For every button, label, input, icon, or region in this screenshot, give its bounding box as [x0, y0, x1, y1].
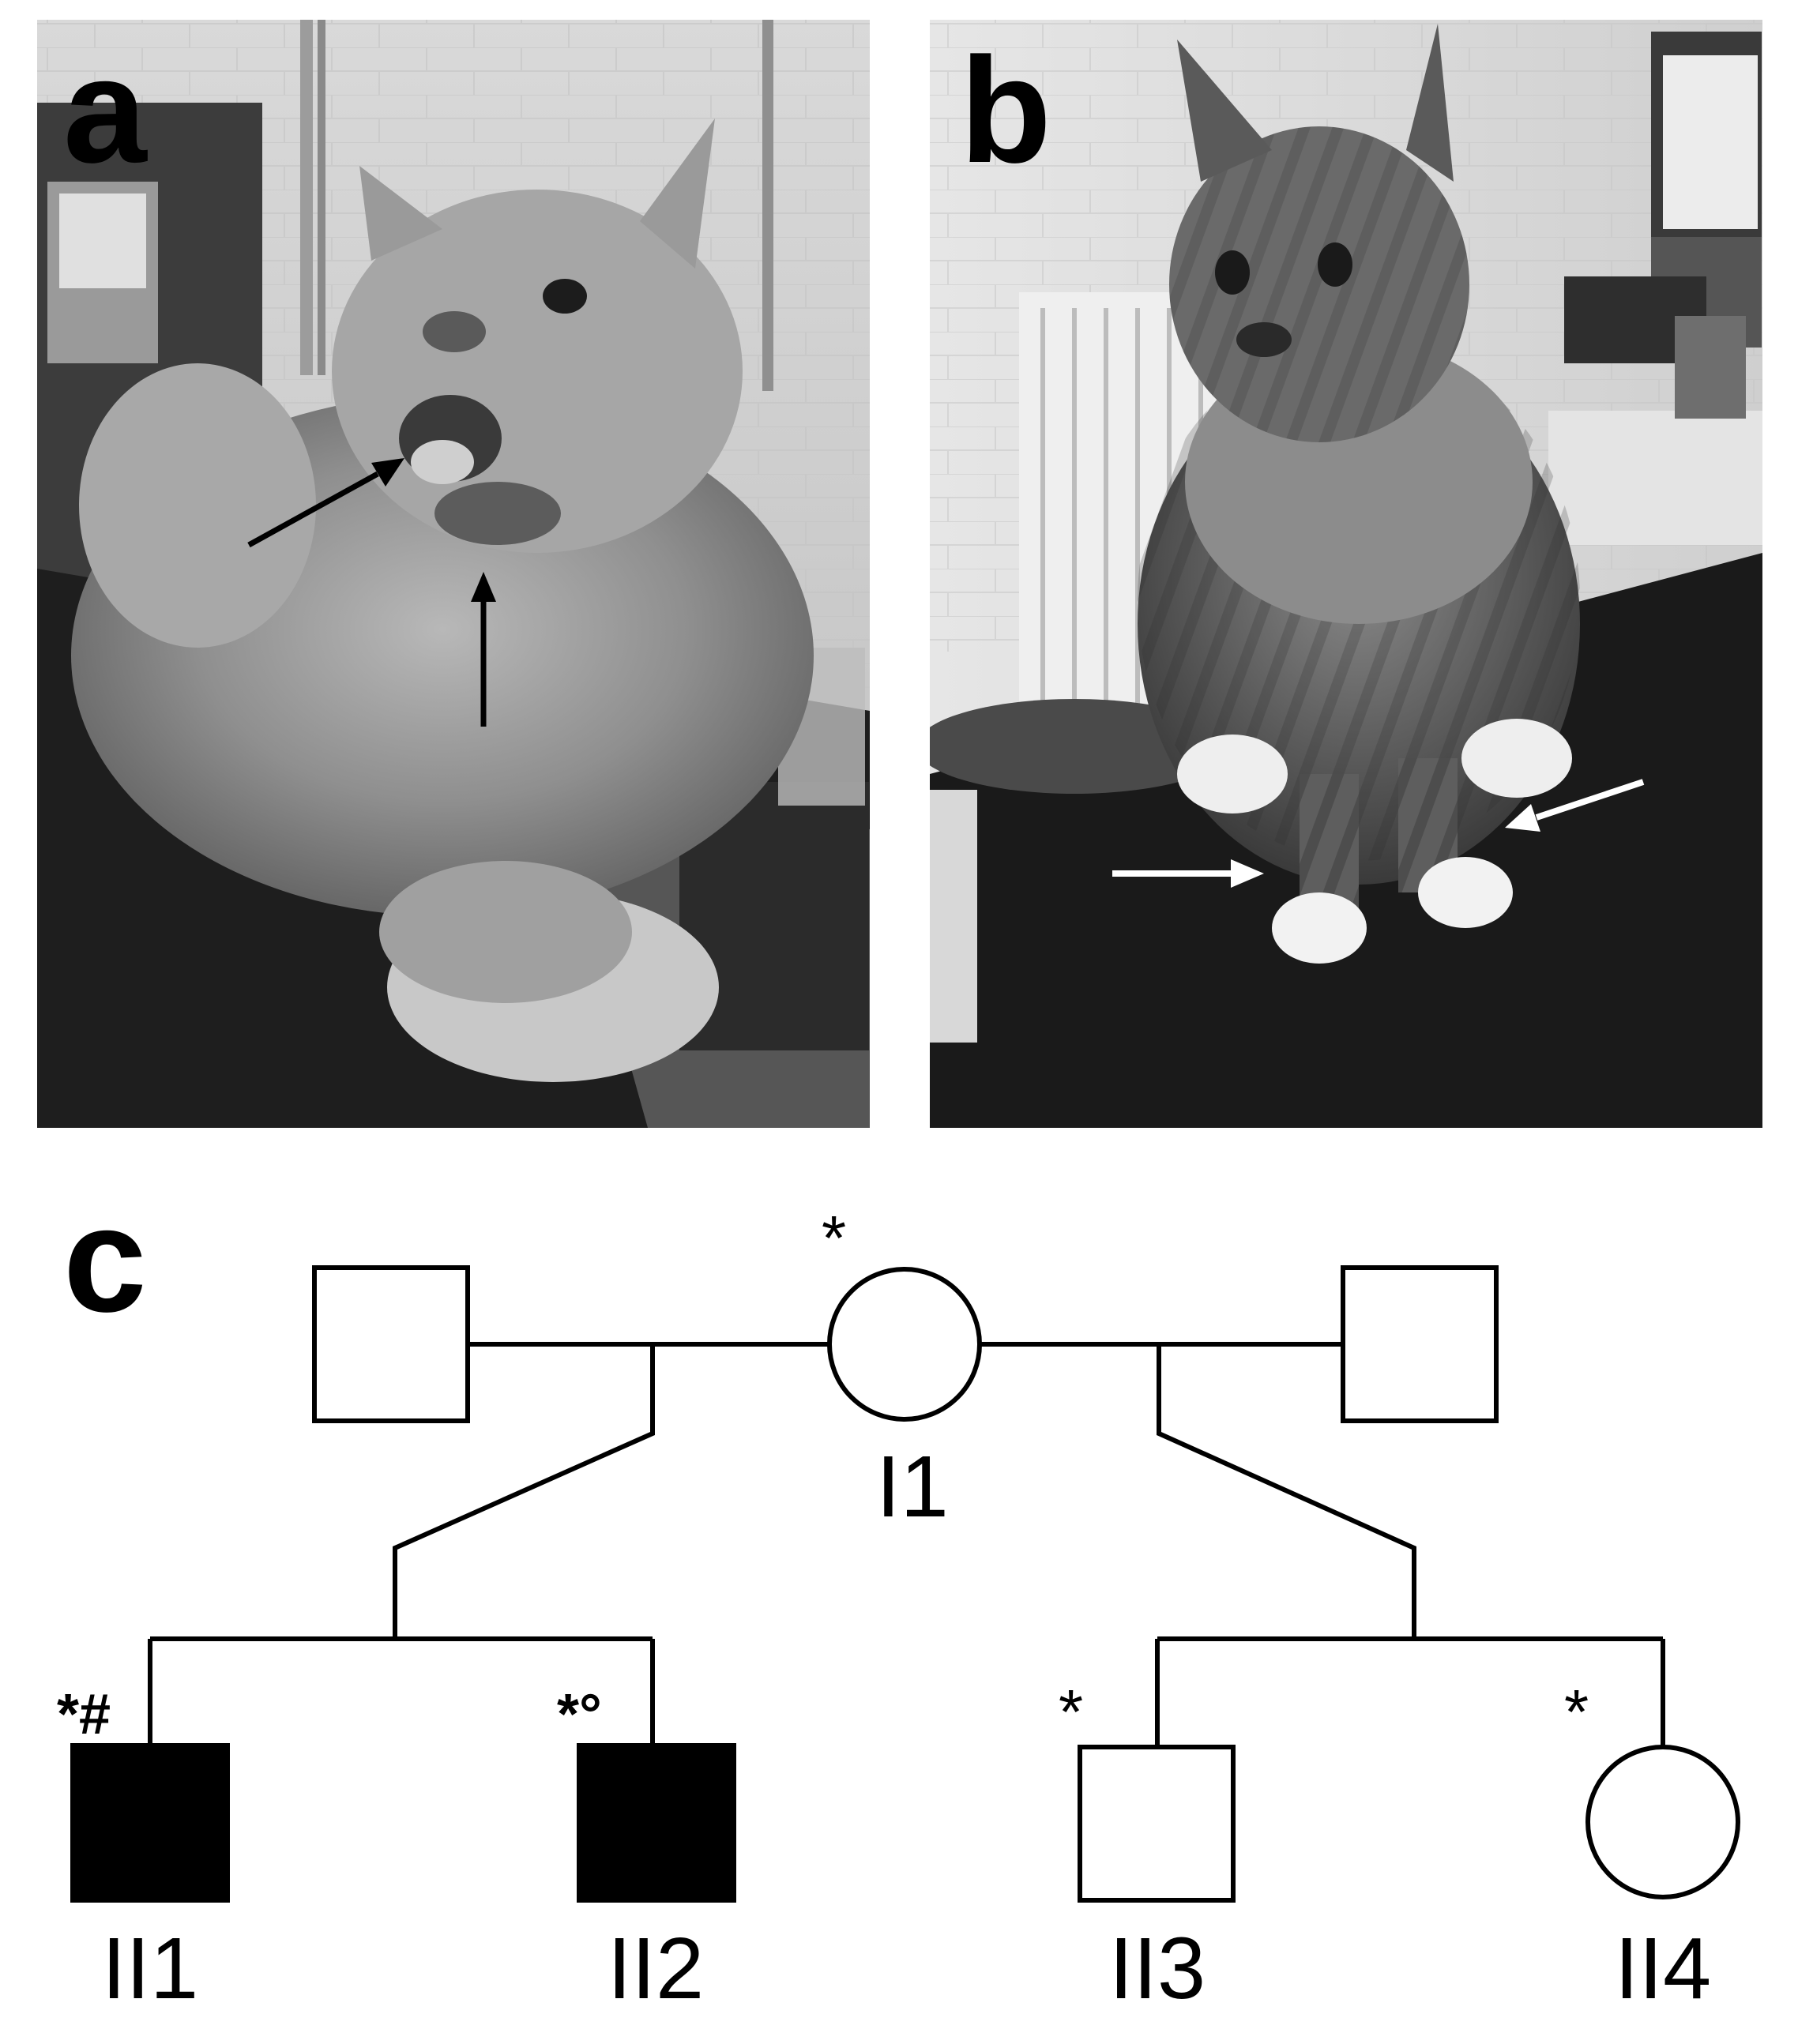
mark-II3: *: [1059, 1677, 1083, 1747]
mark-I1: *: [822, 1203, 846, 1273]
panel-c-letter: c: [63, 1176, 147, 1343]
panel-a-arrow-mouth: [247, 458, 404, 548]
pedigree-symbol-I-male-right: [1341, 1265, 1499, 1423]
pedigree-symbol-II1: [70, 1743, 230, 1903]
panel-b-letter: b: [960, 27, 1051, 194]
mark-II1: *#: [57, 1683, 111, 1746]
pedigree-symbol-I1: [827, 1267, 982, 1422]
descent-line-right: [1157, 1344, 1416, 1639]
panel-b-arrow-right-leg: [1505, 779, 1645, 832]
label-I1: I1: [876, 1438, 949, 1535]
pedigree-symbol-II3: [1078, 1745, 1236, 1903]
mark-II4: *: [1564, 1677, 1589, 1747]
label-II2: II2: [607, 1920, 704, 2017]
label-II3: II3: [1109, 1920, 1206, 2017]
panel-a-photo: [37, 20, 870, 1128]
panel-b-arrow-left-leg: [1112, 859, 1264, 888]
panel-b-photo: [930, 20, 1762, 1128]
pedigree-lines: [148, 1342, 1665, 1745]
label-II1: II1: [102, 1920, 198, 2017]
pedigree-symbol-II2: [577, 1743, 736, 1903]
mark-II2: *°: [557, 1683, 602, 1746]
label-II4: II4: [1615, 1920, 1711, 2017]
descent-line-left: [393, 1344, 655, 1639]
panel-a-letter: a: [63, 27, 148, 194]
pedigree-symbol-II4: [1585, 1745, 1740, 1899]
pedigree-symbol-I-male-left: [312, 1265, 470, 1423]
panel-a-arrow-chin: [471, 572, 496, 727]
